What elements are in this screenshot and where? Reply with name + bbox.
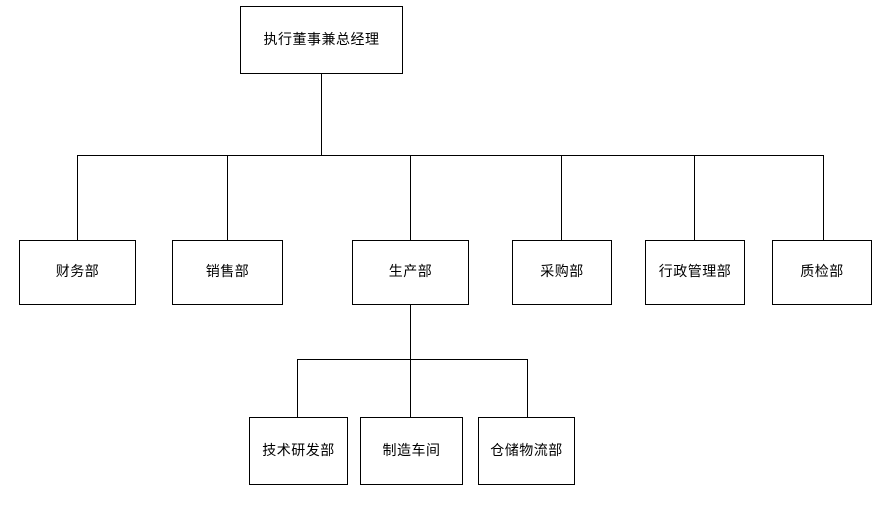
node-label: 采购部 xyxy=(540,264,584,281)
connector-produce-stem xyxy=(410,305,411,359)
connector-main-bus xyxy=(77,155,823,156)
node-sales-dept[interactable]: 销售部 xyxy=(172,240,283,305)
connector-sub-bus xyxy=(297,359,527,360)
node-label: 执行董事兼总经理 xyxy=(263,31,380,48)
connector-drop-rnd xyxy=(297,359,298,417)
node-label: 行政管理部 xyxy=(658,264,732,281)
node-warehouse-logistics-dept[interactable]: 仓储物流部 xyxy=(478,417,575,485)
node-label: 技术研发部 xyxy=(262,442,335,459)
node-label: 质检部 xyxy=(800,264,844,281)
connector-drop-quality xyxy=(823,155,824,240)
connector-drop-warehouse xyxy=(527,359,528,417)
node-purchasing-dept[interactable]: 采购部 xyxy=(512,240,612,305)
connector-drop-finance xyxy=(77,155,78,240)
connector-drop-workshop xyxy=(410,359,411,417)
node-label: 销售部 xyxy=(205,264,250,281)
node-finance-dept[interactable]: 财务部 xyxy=(19,240,136,305)
node-label: 制造车间 xyxy=(382,442,441,459)
node-label: 仓储物流部 xyxy=(490,442,563,459)
node-rnd-dept[interactable]: 技术研发部 xyxy=(249,417,348,485)
node-quality-inspection-dept[interactable]: 质检部 xyxy=(772,240,872,305)
node-production-dept[interactable]: 生产部 xyxy=(352,240,469,305)
node-administration-dept[interactable]: 行政管理部 xyxy=(645,240,745,305)
connector-drop-sales xyxy=(227,155,228,240)
node-executive-director[interactable]: 执行董事兼总经理 xyxy=(240,6,403,74)
connector-drop-purchase xyxy=(561,155,562,240)
node-label: 财务部 xyxy=(55,264,100,281)
connector-root-stem xyxy=(321,74,322,155)
connector-drop-admin xyxy=(694,155,695,240)
connector-drop-produce xyxy=(410,155,411,240)
node-label: 生产部 xyxy=(388,264,433,281)
node-manufacturing-workshop[interactable]: 制造车间 xyxy=(360,417,463,485)
